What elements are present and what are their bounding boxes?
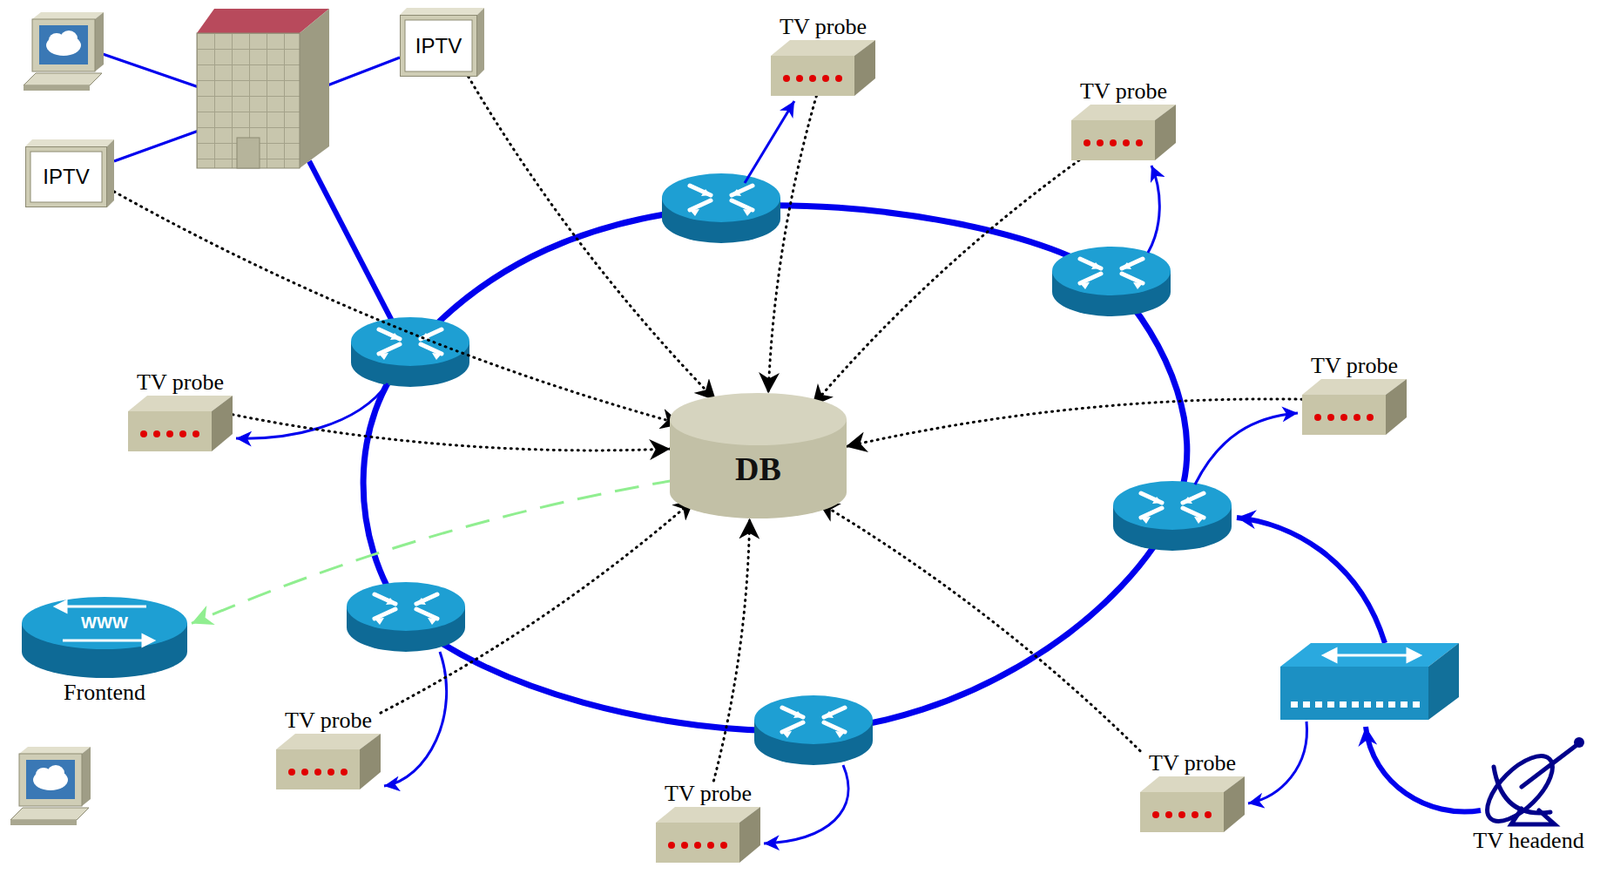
www-label: WWW xyxy=(81,613,129,633)
shape-art xyxy=(17,592,192,680)
probe-label: TV probe xyxy=(136,369,224,396)
iptv-label: IPTV xyxy=(415,33,462,59)
probe-label: TV probe xyxy=(664,780,752,807)
dotted-report-link xyxy=(468,76,716,401)
dotted-report-link xyxy=(811,160,1079,406)
dashed-link xyxy=(191,479,677,624)
iptv-label: IPTV xyxy=(42,164,89,190)
shape-art xyxy=(1467,731,1590,828)
database-cylinder: DB xyxy=(669,392,847,519)
shape-art xyxy=(1140,776,1245,832)
tv-probe: TV probe xyxy=(1140,749,1245,832)
dotted-report-link xyxy=(380,499,695,713)
shape-art xyxy=(128,395,233,452)
probe-label: TV probe xyxy=(1080,78,1168,105)
tv-probe: TV probe xyxy=(1071,78,1176,161)
dotted-report-link xyxy=(713,518,750,781)
iptv-box: IPTV xyxy=(399,7,485,77)
frontend-icon: WWW xyxy=(17,592,192,680)
dotted-report-link xyxy=(232,414,671,451)
shape-art xyxy=(1071,104,1176,161)
iptv-box: IPTV xyxy=(25,139,115,208)
shape-art xyxy=(655,806,761,863)
probe-label: TV probe xyxy=(779,13,867,41)
shape-art xyxy=(770,40,876,96)
tv-probe: TV probe xyxy=(655,780,761,863)
probe-label: TV probe xyxy=(1310,352,1398,379)
satellite-dish: TV headend xyxy=(1467,731,1590,854)
probe-label: TV probe xyxy=(1148,749,1236,777)
tv-probe: TV probe xyxy=(276,707,381,790)
dotted-report-link xyxy=(817,501,1141,751)
dotted-report-link xyxy=(845,398,1303,447)
probe-label: TV probe xyxy=(284,707,372,734)
tv-probe: TV probe xyxy=(770,13,876,96)
shape-art xyxy=(1302,378,1407,435)
db-label: DB xyxy=(735,450,782,487)
shape-art xyxy=(276,733,381,790)
frontend-label: Frontend xyxy=(63,679,146,706)
headend-label: TV headend xyxy=(1472,827,1584,854)
tv-probe: TV probe xyxy=(1302,352,1407,435)
tv-probe: TV probe xyxy=(128,369,233,452)
dotted-report-link xyxy=(768,95,817,393)
dotted-report-link xyxy=(114,191,682,425)
frontend-router: WWW Frontend xyxy=(17,592,192,706)
